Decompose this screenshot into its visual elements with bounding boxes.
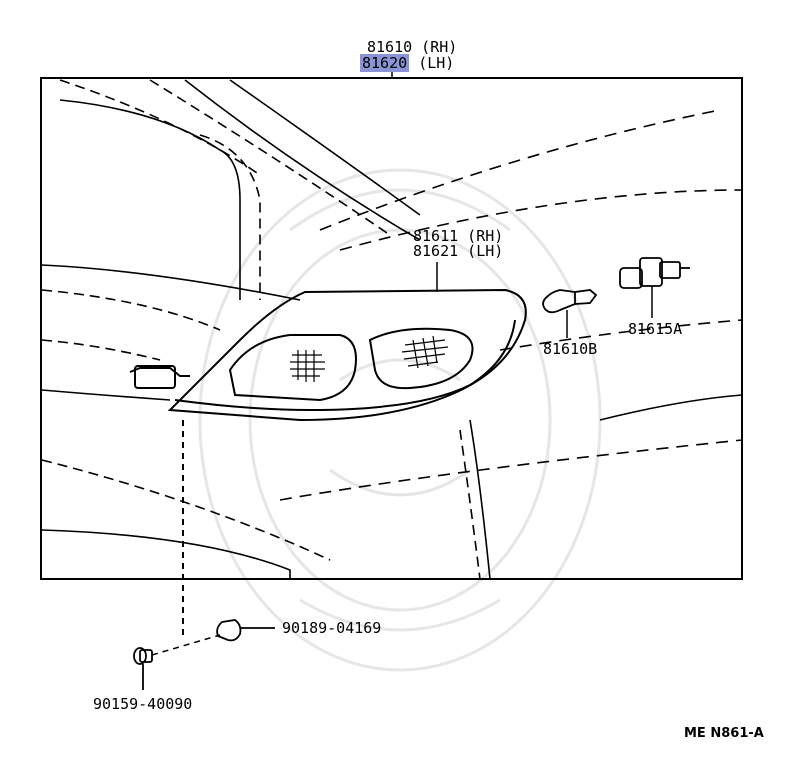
socket-part-label: 81615A: [628, 320, 683, 338]
socket-icon: [619, 257, 690, 289]
car-body-lines: [41, 79, 743, 580]
assembly-part-lh-label: 81620: [360, 54, 410, 72]
tail-lamp-lens: [129, 288, 527, 422]
assembly-part-lh-suffix: (LH): [418, 54, 455, 72]
reference-code: ME N861-A: [684, 726, 764, 741]
lens-part-lh-label: 81621 (LH): [413, 242, 504, 260]
clip-part-label: 90189-04169: [282, 619, 382, 637]
clip-icon: [216, 619, 275, 642]
watermark-emblem: [198, 168, 602, 672]
assembly-part-lh-row: 81620 (LH): [360, 54, 455, 72]
lens-grid-right: [401, 335, 449, 369]
dashed-leader-diagonal: [151, 634, 221, 656]
bulb-part-label: 81610B: [543, 340, 598, 358]
screw-icon: [133, 647, 153, 690]
screw-part-label: 90159-40090: [93, 695, 193, 713]
assembly-part-rh-label: 81610 (RH): [367, 38, 458, 56]
bulb-icon: [542, 289, 598, 314]
lens-part-rh-label: 81611 (RH): [413, 227, 504, 245]
lens-grid-left: [290, 350, 325, 382]
